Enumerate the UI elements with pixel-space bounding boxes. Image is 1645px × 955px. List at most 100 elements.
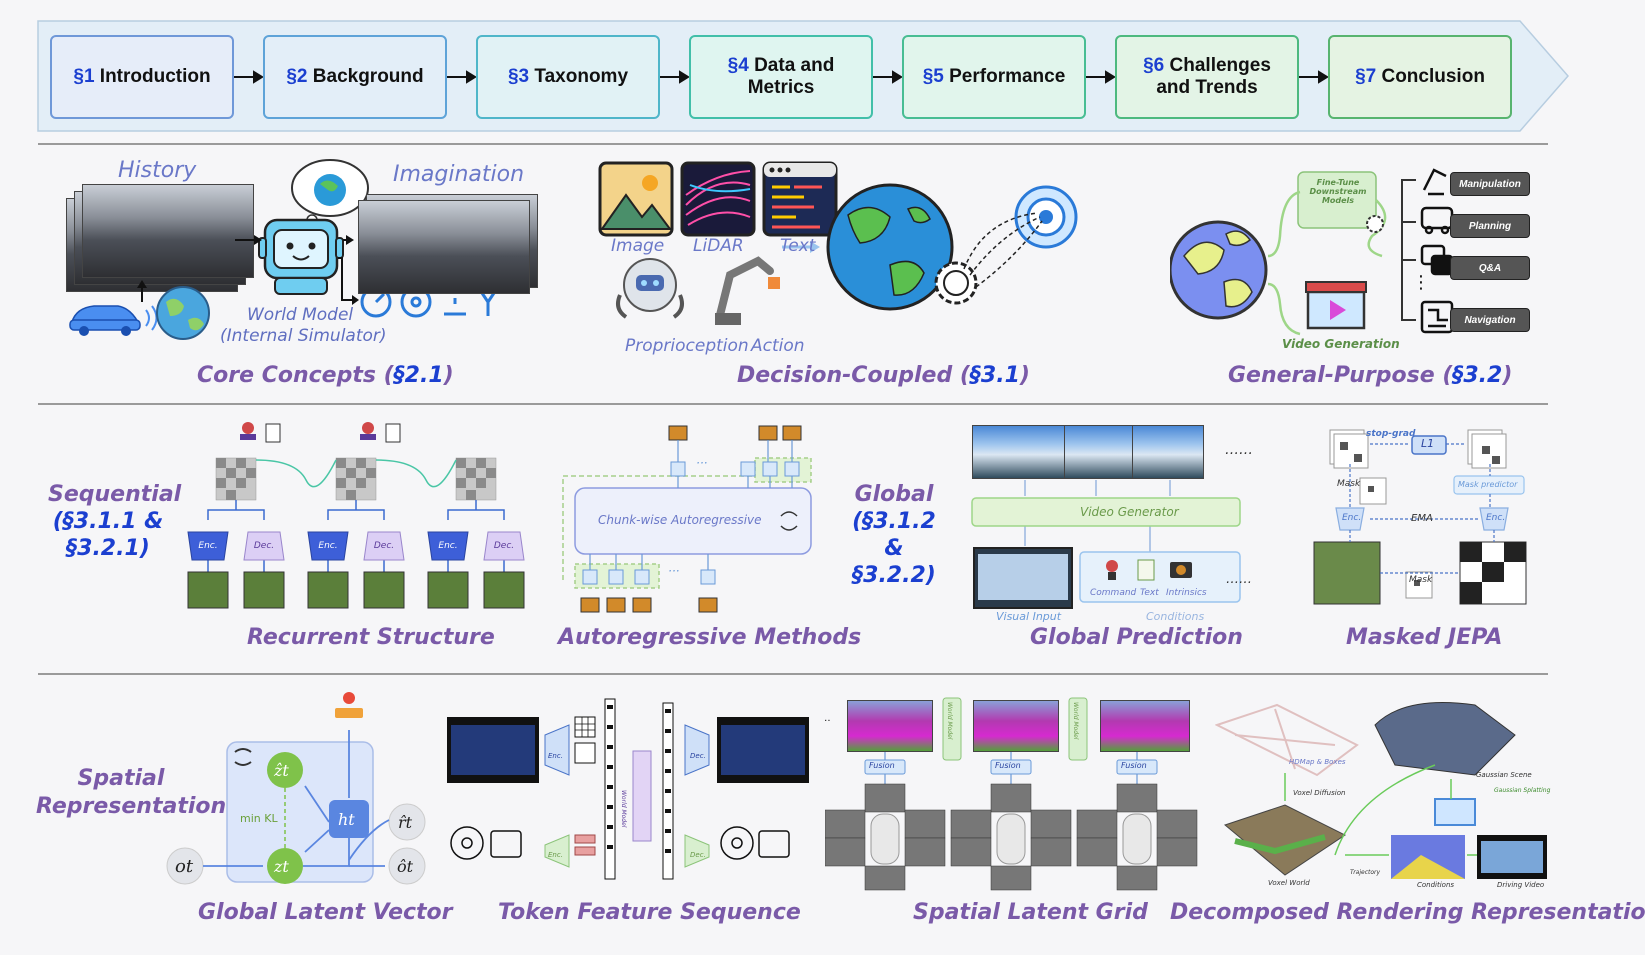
imagination-frame-front [358,200,530,294]
render-conditions-label: Conditions [1417,881,1455,889]
autoregressive-caption: Autoregressive Methods [558,625,862,650]
mask-label-bottom: Mask [1409,575,1433,585]
divider-3 [38,673,1548,675]
mask-predictor-label: Mask predictor [1458,480,1518,489]
token-feature-caption: Token Feature Sequence [498,900,801,925]
internal-simulator-label: (Internal Simulator) [220,326,387,346]
world-model-label: World Model [247,305,354,325]
ar-dots-top: ··· [696,456,708,470]
decision-coupled-caption: Decision-Coupled (§3.1) [737,363,1030,388]
gaussian-splatting-label: Gaussian Splatting [1494,787,1551,794]
action-label: Action [751,336,805,356]
voxel-diffusion-label: Voxel Diffusion [1293,789,1346,797]
ema-label: EMA [1411,513,1433,524]
seg-frame-3 [1100,700,1190,752]
masked-jepa-caption: Masked JEPA [1346,625,1503,650]
gaussian-scene-label: Gaussian Scene [1476,771,1532,779]
token-enc-bottom: Enc. [548,851,563,859]
task-qa: Q&A [1450,256,1530,280]
spatial-grid-graphic: ··· [825,697,1198,891]
general-purpose-caption: General-Purpose (§3.2) [1228,363,1513,388]
svg-text:ot: ot [175,856,194,877]
video-generation-label: Video Generation [1282,337,1400,351]
decision-coupled-graphic [598,161,1078,325]
recurrent-dec-3: Dec. [493,541,515,551]
intrinsics-label: Intrinsics [1166,588,1207,598]
imagination-label: Imagination [393,162,525,187]
fusion-label-3: Fusion [1121,761,1147,770]
recurrent-enc-1: Enc. [198,541,218,551]
trajectory-label: Trajectory [1350,869,1381,876]
section-box-7: §7 Conclusion [1328,35,1512,119]
fusion-label-1: Fusion [869,761,895,770]
video-generator-label: Video Generator [1080,505,1179,519]
recurrent-dec-1: Dec. [253,541,275,551]
lidar-label: LiDAR [693,236,744,256]
generated-dots: …… [1225,442,1253,458]
core-concepts-graphic [69,159,498,340]
svg-text:···: ··· [825,716,831,727]
history-frame-front [82,184,254,278]
tasks-ellipsis: ⋮ [1412,272,1430,293]
recurrent-structure-graphic [187,422,525,609]
proprioception-label: Proprioception [625,336,749,356]
recurrent-enc-2: Enc. [318,541,338,551]
task-manipulation: Manipulation [1450,172,1530,196]
spatial-representation-label: Spatial Representation [36,766,227,819]
task-navigation: Navigation [1450,308,1530,332]
token-enc-top: Enc. [548,752,563,760]
l1-label: L1 [1421,437,1435,450]
svg-text:zt: zt [273,857,289,876]
svg-text:ôt: ôt [397,857,414,876]
svg-text:r̂t: r̂t [398,813,413,832]
stop-grad-label: stop-grad [1366,429,1416,439]
masked-jepa-graphic [1313,429,1527,605]
general-purpose-graphic: ⋮ [1170,168,1454,336]
jepa-enc-2: Enc. [1486,513,1506,523]
token-feature-graphic [447,698,809,880]
conditions-dots: …… [1226,572,1252,587]
cond-text-label: Text [1140,588,1159,598]
global-prediction-graphic [971,480,1241,609]
token-dec-bottom: Dec. [690,851,706,859]
recurrent-dec-2: Dec. [373,541,395,551]
recurrent-enc-3: Enc. [438,541,458,551]
generated-frame-1 [972,425,1066,479]
generated-frame-2 [1064,425,1134,479]
section-box-5: §5 Performance [902,35,1086,119]
grid-world-model-1: World Model [946,702,953,740]
global-latent-caption: Global Latent Vector [198,900,453,925]
section-box-1: §1 Introduction [50,35,234,119]
image-label: Image [611,236,665,256]
ar-dots-bottom: ··· [668,564,680,578]
finetune-label: Fine-Tune Downstream Models [1309,178,1367,205]
svg-text:ht: ht [338,810,355,829]
section-box-3: §3 Taxonomy [476,35,660,119]
generated-frame-3 [1132,425,1204,479]
fusion-label-2: Fusion [995,761,1021,770]
task-planning: Planning [1450,214,1530,238]
divider-2 [38,403,1548,405]
text-label: Text [780,236,816,256]
divider-1 [38,143,1548,145]
global-label: Global (§3.1.2 & §3.2.2) [852,482,936,588]
hdmap-label: HDMap & Boxes [1289,758,1346,766]
token-dec-top: Dec. [690,752,706,760]
conditions-label: Conditions [1146,610,1205,623]
decomposed-rendering-graphic [1215,702,1547,879]
min-kl-label: min KL [240,812,278,825]
visual-input-label: Visual Input [996,610,1062,623]
recurrent-structure-caption: Recurrent Structure [247,625,495,650]
driving-video-label: Driving Video [1497,881,1545,889]
section-box-2: §2 Background [263,35,447,119]
voxel-world-label: Voxel World [1268,879,1310,887]
section-box-4: §4 Data and Metrics [689,35,873,119]
sequential-label: Sequential (§3.1.1 & §3.2.1) [48,482,182,561]
command-label: Command [1090,588,1137,598]
chunk-autoregressive-label: Chunk-wise Autoregressive [598,513,762,527]
spatial-grid-caption: Spatial Latent Grid [913,900,1148,925]
section-box-6: §6 Challenges and Trends [1115,35,1299,119]
grid-world-model-2: World Model [1072,702,1079,740]
core-concepts-caption: Core Concepts (§2.1) [197,363,454,388]
